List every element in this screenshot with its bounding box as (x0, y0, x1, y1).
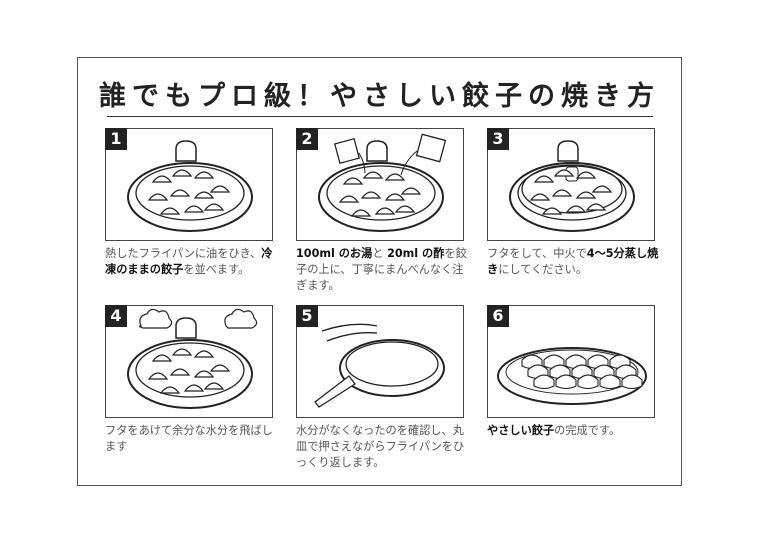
text: を並べます。 (183, 263, 250, 276)
step-panel: 6 (487, 305, 655, 418)
step-number: 4 (105, 305, 127, 327)
pouring-water-and-vinegar-illustration (318, 133, 447, 232)
step-panel: 1 (105, 128, 273, 241)
step-description: 熱したフライパンに油をひき、冷凍のままの餃子を並べます。 (105, 246, 280, 278)
step-2: 2 100ml のお湯と 20ml の酢を餃子の上に、丁寧にまんべんなく注ぎます。 (296, 128, 467, 294)
text: と (372, 247, 388, 260)
gyoza-on-plate-illustration (497, 347, 647, 405)
step-3: 3 フタをして、中火で4～5分蒸し焼きにしてください。 (487, 128, 658, 278)
pan-with-steam-illustration (127, 308, 258, 409)
step-number: 6 (487, 305, 509, 327)
text: フタをあけて余分な水分を飛ばします (105, 424, 273, 453)
text: にしてください。 (498, 263, 588, 276)
step-description: フタをして、中火で4～5分蒸し焼きにしてください。 (487, 246, 662, 278)
step-1: 1 熱したフライパンに油をひき、冷凍のままの餃子を並べます。 (105, 128, 273, 278)
text: 水分がなくなったのを確認し、丸皿で押さえながらフライパンをひっくり返します。 (296, 424, 465, 469)
step-panel: 4 (105, 305, 273, 418)
step-panel: 2 (296, 128, 464, 241)
step-number: 2 (296, 128, 318, 150)
step-5: 5 水分がなくなったのを確認し、丸皿で押さえながらフライパンをひっくり返します。 (296, 305, 464, 471)
text: 熱したフライパンに油をひき、 (105, 247, 262, 260)
step-number: 3 (487, 128, 509, 150)
text: を餃子の上に、丁寧にまんべんなく注ぎます。 (296, 247, 467, 292)
step-panel: 5 (296, 305, 464, 418)
page-frame (77, 57, 682, 486)
emphasized-text: 20ml の酢 (387, 247, 445, 260)
title-divider (107, 116, 653, 117)
step-number: 5 (296, 305, 318, 327)
step-description: 水分がなくなったのを確認し、丸皿で押さえながらフライパンをひっくり返します。 (296, 423, 471, 471)
text: の完成です。 (554, 424, 621, 437)
emphasized-text: 4～5分蒸し焼き (487, 247, 659, 276)
pan-with-lid-illustration (509, 140, 635, 232)
pan-with-oil-and-gyoza-illustration (127, 140, 253, 232)
page-title: 誰でもプロ級！やさしい餃子の焼き方 (99, 81, 660, 112)
emphasized-text: 冷凍のままの餃子 (105, 247, 273, 276)
step-description: フタをあけて余分な水分を飛ばします (105, 423, 280, 455)
step-panel: 3 (487, 128, 655, 241)
emphasized-text: やさしい餃子 (487, 424, 555, 437)
step-6: 6 やさしい餃子の完成です。 (487, 305, 655, 439)
emphasized-text: 100ml のお湯 (296, 247, 373, 260)
step-4: 4 フタをあけて余分な水分を飛ばします (105, 305, 273, 455)
text: フタをして、中火で (487, 247, 587, 260)
step-number: 1 (105, 128, 127, 150)
flipping-pan-onto-plate-illustration (314, 323, 445, 408)
step-description: やさしい餃子の完成です。 (487, 423, 662, 439)
step-description: 100ml のお湯と 20ml の酢を餃子の上に、丁寧にまんべんなく注ぎます。 (296, 246, 471, 294)
